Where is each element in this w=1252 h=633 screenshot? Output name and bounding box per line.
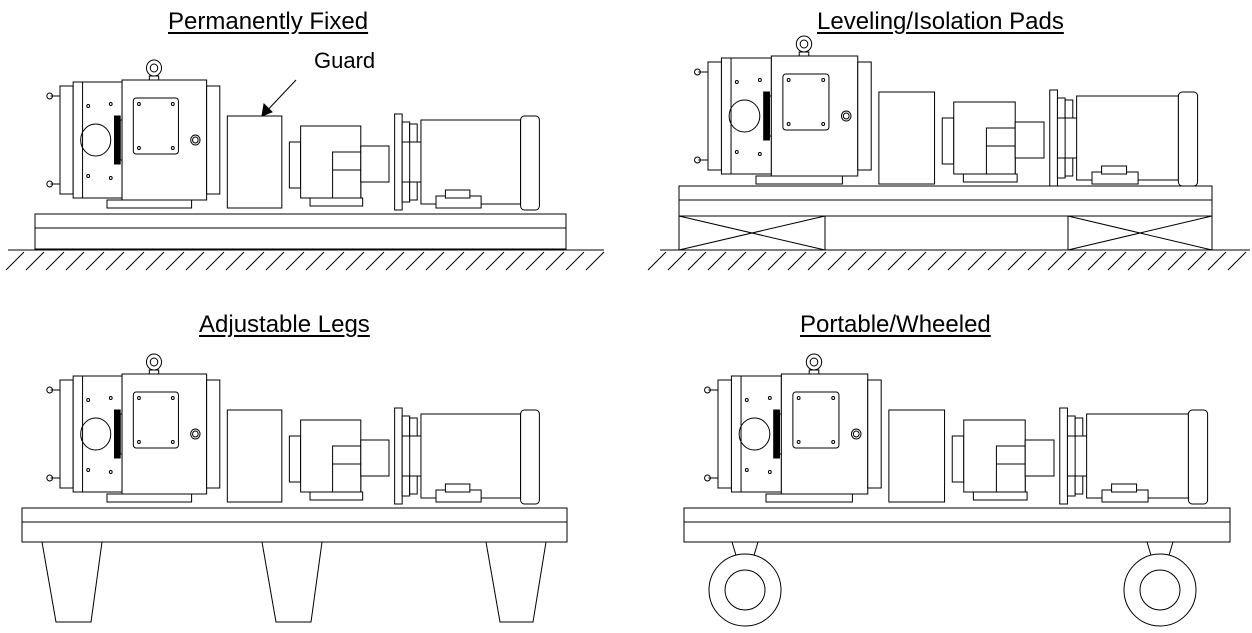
hatch-line [246,252,264,270]
hatch-line [166,252,184,270]
hatch-line [146,252,164,270]
hatch-line [988,252,1006,270]
panel-title-portable-wheeled: Portable/Wheeled [800,311,991,338]
hatch-line [1028,252,1046,270]
hatch-line [406,252,424,270]
hatch-line [426,252,444,270]
hatch-line [1148,252,1166,270]
hatch-line [888,252,906,270]
hatch-line [828,252,846,270]
hatch-line [266,252,284,270]
hatch-line [366,252,384,270]
hatch-line [1088,252,1106,270]
hatch-line [1168,252,1186,270]
hatch-line [868,252,886,270]
hatch-line [106,252,124,270]
hatch-line [968,252,986,270]
hatch-line [546,252,564,270]
hatch-line [948,252,966,270]
hatch-line [86,252,104,270]
adjustable-leg-middle [262,542,322,622]
hatch-line [808,252,826,270]
hatch-line [46,252,64,270]
hatch-line [286,252,304,270]
hatch-line [486,252,504,270]
hatch-line [1048,252,1066,270]
hatch-line [708,252,726,270]
floor-hatching [648,252,1246,270]
hatch-line [466,252,484,270]
panel-permanently-fixed [6,59,604,270]
hatch-line [748,252,766,270]
hatch-line [66,252,84,270]
guard-callout-label: Guard [314,48,376,73]
hatch-line [186,252,204,270]
hatch-line [206,252,224,270]
hatch-line [126,252,144,270]
hatch-line [1228,252,1246,270]
base-plate [684,508,1230,542]
hatch-line [1068,252,1086,270]
adjustable-leg-left [42,542,102,622]
hatch-line [1188,252,1206,270]
hatch-line [648,252,666,270]
base-plate [22,508,567,542]
hatch-line [526,252,544,270]
caster-wheel-right [1124,542,1196,626]
panel-title-permanently-fixed: Permanently Fixed [168,8,369,35]
hatch-line [1208,252,1226,270]
hatch-line [848,252,866,270]
hatch-line [306,252,324,270]
hatch-line [908,252,926,270]
floor-hatching [6,252,604,270]
hatch-line [326,252,344,270]
hatch-line [1108,252,1126,270]
hatch-line [728,252,746,270]
hatch-line [586,252,604,270]
hatch-line [788,252,806,270]
hatch-line [1128,252,1146,270]
hatch-line [226,252,244,270]
panel-portable-wheeled [684,353,1230,626]
hatch-line [566,252,584,270]
hatch-line [1008,252,1026,270]
panel-title-leveling-isolation-pads: Leveling/Isolation Pads [817,8,1064,35]
adjustable-leg-right [486,542,546,622]
hatch-line [506,252,524,270]
panel-title-adjustable-legs: Adjustable Legs [199,311,370,338]
hatch-line [768,252,786,270]
hatch-line [346,252,364,270]
hatch-line [928,252,946,270]
hatch-line [446,252,464,270]
hatch-line [688,252,706,270]
base-plate [679,186,1212,216]
hatch-line [668,252,686,270]
hatch-line [26,252,44,270]
hatch-line [386,252,404,270]
hatch-line [6,252,24,270]
panel-leveling-isolation-pads [648,35,1250,270]
base-plate [35,214,566,249]
panel-adjustable-legs [22,353,567,622]
caster-wheel-left [709,542,781,626]
